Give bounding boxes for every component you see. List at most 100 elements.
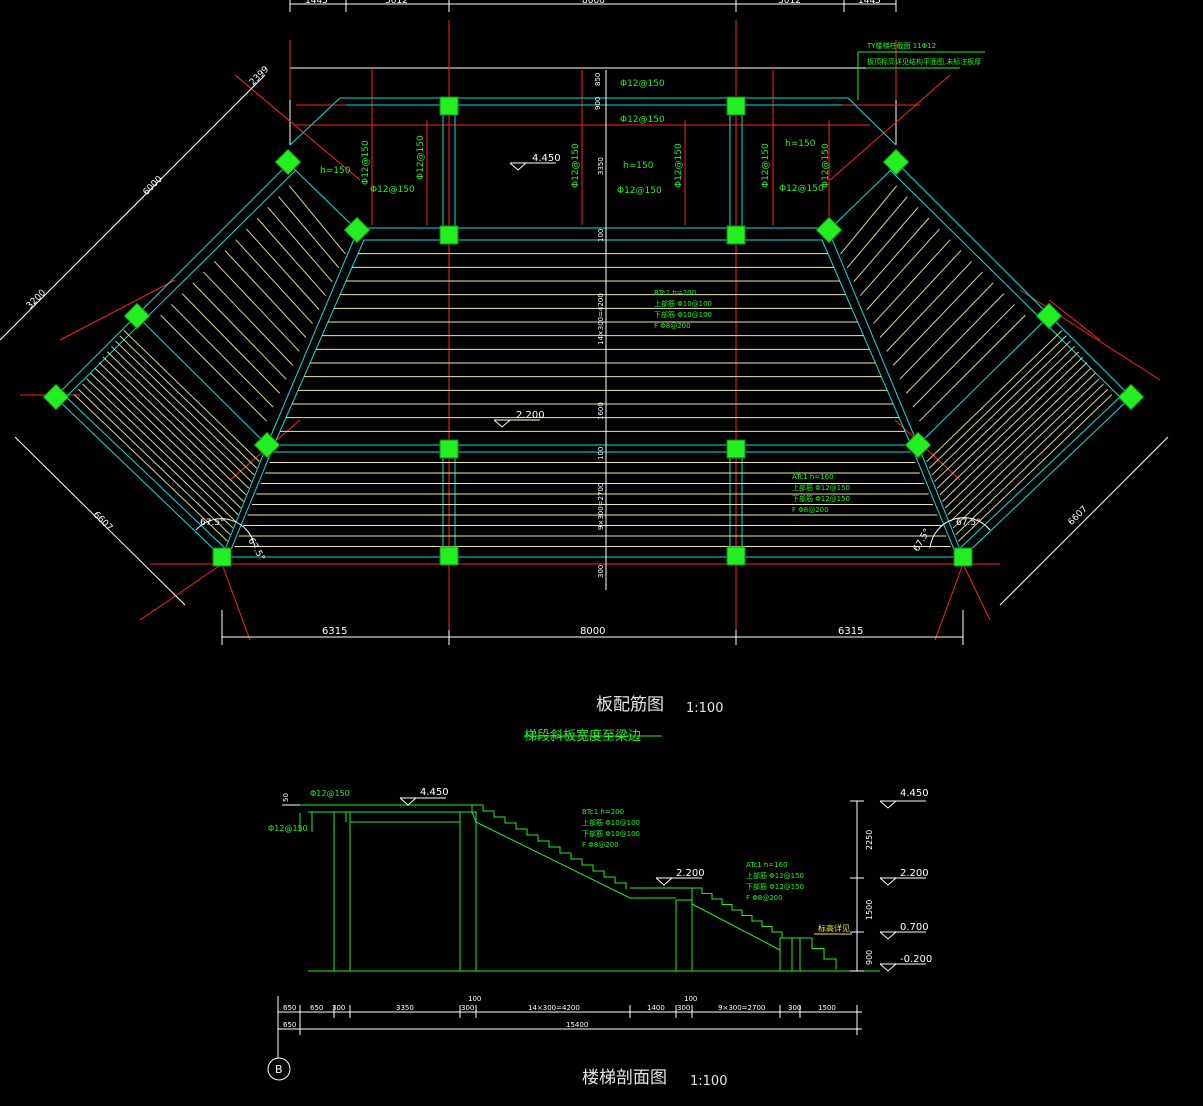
yellow-label: 标高详见	[818, 923, 850, 933]
plan-level-lower: 2.200	[516, 410, 545, 421]
section-right-level-4: -0.200	[900, 954, 932, 965]
svg-text:B: B	[275, 1063, 283, 1076]
step-profile	[692, 887, 783, 938]
tread-line	[919, 314, 1026, 422]
tread-line	[224, 250, 307, 338]
stair-treads-left	[73, 185, 346, 542]
tread-line	[859, 217, 930, 297]
tread-line	[86, 378, 236, 522]
tread-line	[912, 304, 1015, 408]
center-dim-1: 850	[594, 73, 602, 86]
left-dim-4: 6607	[91, 510, 114, 533]
tread-line	[288, 185, 346, 255]
tread-line	[203, 271, 294, 366]
slab-underside	[475, 821, 631, 899]
section-outline	[299, 804, 880, 972]
section-level-1: 4.450	[420, 787, 449, 798]
stair-treads-lower	[234, 462, 951, 547]
bt-note-1: BTc1 h=200	[654, 289, 696, 297]
tread-line	[123, 329, 260, 463]
sec-dim-row2-1: 650	[283, 1021, 296, 1029]
tread-line	[90, 372, 239, 516]
sec-dim-4: 3350	[396, 1004, 414, 1012]
sec-dim-2: 650	[310, 1004, 323, 1012]
stair-treads-right	[840, 185, 1113, 542]
left-dim-3: 3200	[25, 288, 48, 311]
tread-line	[115, 340, 255, 476]
center-dim-9: 300	[597, 565, 605, 578]
diagonal-dimension-lines	[0, 74, 1169, 606]
step-profile	[800, 937, 837, 970]
tread-line	[873, 239, 951, 324]
rebar-label-9: Φ12@150	[674, 143, 684, 188]
section-right-level-2: 2.200	[900, 868, 929, 879]
tread-line	[952, 383, 1104, 529]
slab-underside	[691, 903, 781, 951]
tread-line	[106, 351, 250, 489]
tread-line	[928, 335, 1067, 469]
section-level-markers	[399, 797, 926, 972]
section-steps-upper	[471, 804, 631, 899]
tread-line	[77, 388, 231, 536]
tread-line	[82, 383, 234, 529]
center-dim-5: 14×300=4200	[597, 293, 605, 345]
tread-line	[256, 217, 327, 297]
tread-line	[278, 196, 340, 269]
axis-bubble: B	[267, 1035, 291, 1081]
step-profile	[472, 804, 627, 889]
rebar-label-3: Φ12@150	[617, 186, 662, 196]
section-level-2: 2.200	[676, 868, 705, 879]
tread-line	[892, 271, 983, 366]
rebar-label-2: Φ12@150	[620, 115, 665, 125]
top-dim-3: 8000	[582, 0, 605, 6]
rebar-label-4: Φ12@150	[370, 185, 415, 195]
tread-line	[931, 340, 1071, 476]
sec-dim-1: 650	[283, 1004, 296, 1012]
top-dim-5: 1445	[858, 0, 881, 6]
sec-dim-small-1: 100	[468, 995, 481, 1003]
tread-line	[181, 293, 281, 394]
section-right-dim-2: 1500	[865, 900, 874, 920]
section-rebar-2: Φ12@150	[268, 824, 308, 833]
plan-scale: 1:100	[686, 701, 723, 716]
tread-line	[267, 207, 333, 283]
tread-line	[899, 282, 994, 380]
section-bt-4: F Φ8@200	[582, 841, 619, 849]
tread-line	[950, 378, 1100, 522]
center-dim-8: 9×300=2700	[597, 483, 605, 530]
sec-dim-8: 300	[677, 1004, 690, 1012]
tread-line	[879, 250, 962, 338]
rebar-label-7: Φ12@150	[416, 135, 426, 180]
sec-dim-small-2: 100	[684, 995, 697, 1003]
top-dim-1: 1445	[305, 0, 328, 6]
section-right-level-3: 0.700	[900, 922, 929, 933]
rebar-label-8: Φ12@150	[571, 143, 581, 188]
tread-line	[846, 196, 908, 269]
tread-line	[886, 260, 973, 352]
section-bt-3: 下部筋 Φ10@100	[582, 829, 640, 838]
tread-line	[942, 362, 1088, 502]
left-dim-2: 6000	[142, 174, 165, 197]
tread-line	[934, 346, 1075, 482]
tread-line	[246, 228, 320, 310]
tread-line	[955, 388, 1109, 536]
sec-dim-9: 9×300=2700	[718, 1004, 765, 1012]
at-note-1: ATc1 h=160	[792, 473, 834, 481]
tread-line	[213, 260, 300, 352]
sec-dim-6: 14×300=4200	[528, 1004, 580, 1012]
rebar-label-6: Φ12@150	[361, 140, 371, 185]
bottom-dim-2: 8000	[580, 626, 605, 637]
tread-line	[926, 329, 1063, 463]
section-bt-2: 上部筋 Φ10@100	[582, 818, 640, 827]
section-bottom-dimensions	[277, 996, 862, 1035]
bt-note-2: 上部筋 Φ10@100	[654, 299, 712, 308]
h-label-left: h=150	[320, 166, 351, 176]
legend-top-2: 板顶标高详见结构平面图,未标注板厚	[867, 57, 981, 66]
bt-note-3: 下部筋 Φ10@100	[654, 310, 712, 319]
stair-treads-main	[280, 253, 906, 432]
tread-line	[944, 367, 1092, 509]
green-note: 梯段斜板宽度至梁边	[524, 728, 662, 744]
tread-line	[119, 335, 258, 469]
section-right-dim-3: 900	[865, 950, 874, 965]
plan-title: 板配筋图	[596, 695, 664, 715]
